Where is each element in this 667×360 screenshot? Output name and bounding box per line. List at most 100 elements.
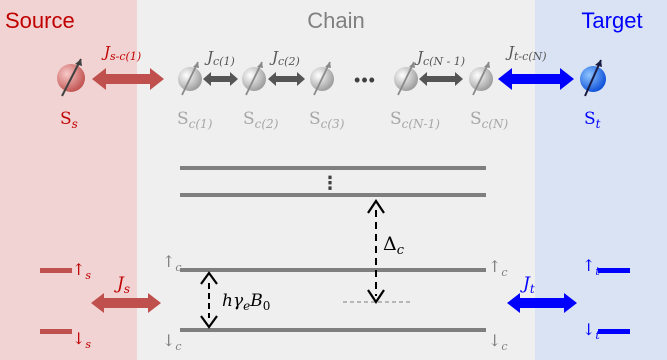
chain-right-up-sub: c: [501, 266, 507, 279]
chain-spin-n-sub: c(N): [482, 117, 509, 131]
target-coupling-letter: J: [520, 274, 531, 294]
target-spin: [580, 59, 606, 97]
chain-coupling-arrow-n-1: [419, 72, 463, 86]
gap-label: Δc: [383, 233, 405, 258]
chain-spin-1-label: Sc(1): [177, 109, 213, 131]
source-chain-coupling-arrow: [92, 68, 164, 90]
chain-spin-2-sub: c(2): [255, 117, 279, 131]
chain-spin-n-label: Sc(N): [470, 109, 509, 131]
zeeman-sub-2: 0: [263, 299, 271, 313]
source-down-symbol: ↓: [72, 329, 85, 348]
chain-right-down-label: ↓c: [488, 331, 508, 353]
target-spin-label: St: [584, 109, 601, 131]
chain-right-down-symbol: ↓: [488, 331, 501, 350]
chain-spin-n-1-letter: S: [390, 109, 402, 129]
chain-ellipsis: •••: [354, 70, 376, 90]
chain-target-coupling-arrow: [498, 68, 574, 90]
chain-coupling-2-letter: J: [269, 48, 279, 66]
chain-spin-2-letter: S: [243, 109, 255, 129]
chain-spin-n: [469, 61, 493, 96]
chain-left-down-sub: c: [175, 340, 181, 353]
vertical-ellipsis: ⋮: [321, 173, 339, 193]
chain-coupling-arrow-2: [268, 72, 305, 86]
chain-spin-2-label: Sc(2): [243, 109, 279, 131]
target-coupling-arrow: [507, 293, 577, 313]
target-coupling-label: Jt: [520, 274, 535, 296]
source-up-symbol: ↑: [72, 260, 85, 279]
chain-spin-1-letter: S: [177, 109, 189, 129]
target-down-sub: t: [595, 329, 600, 342]
chain-coupling-1-label: Jc(1): [204, 48, 235, 68]
chain-coupling-2-sub: c(2): [278, 55, 300, 68]
target-up-level: [598, 268, 630, 273]
target-spin-sub: t: [596, 117, 601, 131]
chain-upper-level-2: [180, 193, 486, 197]
target-down-symbol: ↓: [582, 320, 595, 339]
chain-left-up-symbol: ↑: [162, 252, 175, 271]
source-down-label: ↓s: [72, 329, 91, 351]
chain-spin-3-letter: S: [309, 109, 321, 129]
source-coupling-sub: s: [124, 282, 130, 296]
chain-coupling-2-label: Jc(2): [269, 48, 300, 68]
gap-arrow: [367, 199, 385, 304]
target-spin-letter: S: [584, 109, 596, 129]
chain-spin-n-1: [394, 61, 418, 96]
target-title: Target: [581, 8, 642, 33]
chain-spin-3-label: Sc(3): [309, 109, 345, 131]
chain-left-up-sub: c: [175, 261, 181, 274]
target-coupling-sub: t: [530, 282, 535, 296]
chain-right-down-sub: c: [501, 340, 507, 353]
source-spin: [57, 58, 85, 97]
source-chain-coupling-letter: J: [101, 43, 111, 61]
chain-left-down-symbol: ↓: [162, 331, 175, 350]
chain-coupling-1-sub: c(1): [213, 55, 235, 68]
source-spin-sub: s: [72, 117, 78, 131]
source-coupling-arrow: [91, 293, 161, 313]
zeeman-arrow: [200, 271, 218, 329]
chain-coupling-1-letter: J: [204, 48, 214, 66]
source-title: Source: [5, 8, 75, 33]
target-down-label: ↓t: [582, 320, 600, 342]
zeeman-label: hγeB0: [222, 291, 270, 313]
chain-spin-3: [310, 61, 334, 96]
source-coupling-label: Js: [114, 274, 130, 296]
zeeman-letter-2: B: [249, 291, 263, 311]
chain-spin-3-sub: c(3): [321, 117, 345, 131]
target-up-label: ↑t: [582, 256, 600, 278]
chain-spin-2: [242, 61, 266, 96]
source-chain-coupling-sub: s-c(1): [110, 50, 141, 63]
source-up-label: ↑s: [72, 260, 91, 282]
chain-up-level: [180, 268, 486, 272]
source-chain-coupling-label: Js-c(1): [101, 43, 141, 63]
chain-coupling-arrow-1: [203, 72, 238, 86]
chain-spin-n-1-sub: c(N-1): [402, 117, 441, 131]
chain-right-up-symbol: ↑: [488, 257, 501, 276]
chain-upper-level-1: [180, 166, 486, 170]
source-coupling-letter: J: [114, 274, 125, 294]
source-spin-letter: S: [60, 109, 72, 129]
zeeman-letter-1: hγ: [222, 291, 244, 311]
source-up-level: [40, 268, 72, 273]
target-up-symbol: ↑: [582, 256, 595, 275]
chain-region: [137, 0, 535, 360]
chain-spin-n-letter: S: [470, 109, 482, 129]
chain-coupling-n-1-letter: J: [414, 48, 424, 66]
chain-left-up-label: ↑c: [162, 252, 182, 274]
source-spin-label: Ss: [60, 109, 78, 131]
chain-coupling-n-1-label: Jc(N - 1): [414, 48, 465, 68]
chain-target-coupling-letter: J: [505, 43, 515, 61]
source-down-sub: s: [85, 338, 91, 351]
chain-target-coupling-label: Jt-c(N): [505, 43, 547, 63]
chain-spin-1-sub: c(1): [189, 117, 213, 131]
chain-down-level: [180, 328, 486, 332]
chain-spin-1: [178, 61, 202, 96]
chain-spin-n-1-label: Sc(N-1): [390, 109, 440, 131]
target-down-level: [598, 329, 630, 334]
gap-sub: c: [397, 243, 405, 258]
target-up-sub: t: [595, 265, 600, 278]
chain-right-up-label: ↑c: [488, 257, 508, 279]
chain-coupling-n-1-sub: c(N - 1): [423, 55, 465, 68]
chain-title: Chain: [307, 8, 364, 33]
